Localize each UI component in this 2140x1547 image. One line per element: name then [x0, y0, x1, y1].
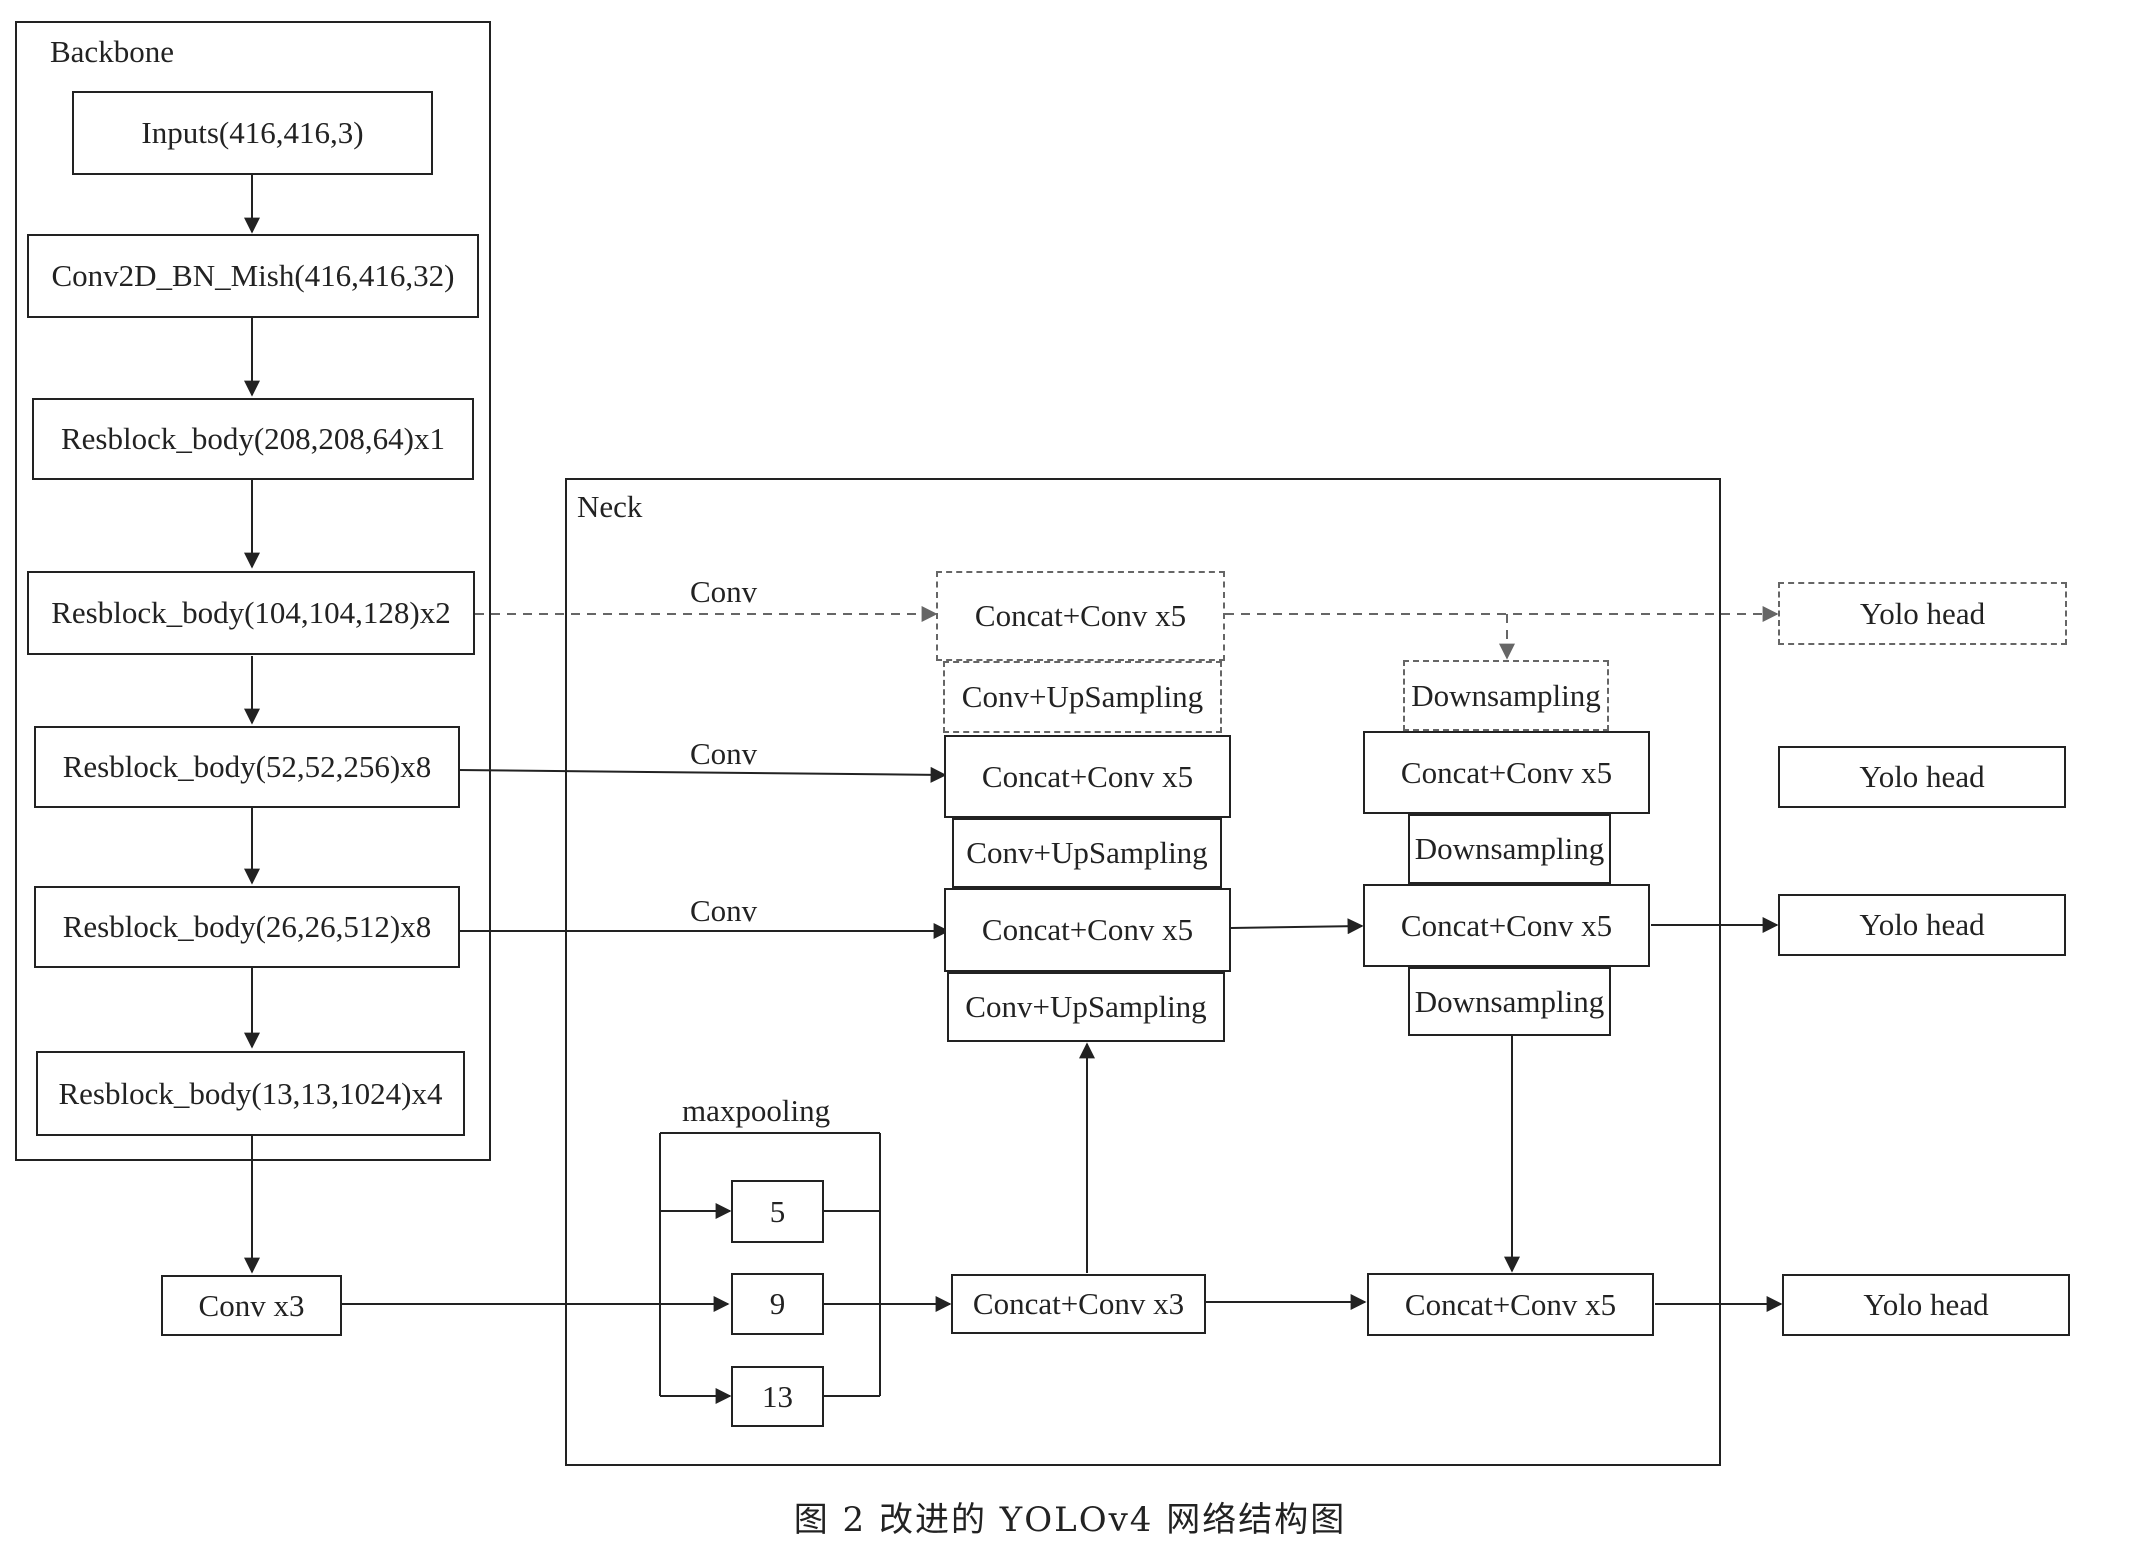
- conv-label-middle: Conv: [690, 736, 758, 771]
- concat-conv-x5-middle: Concat+Conv x5: [944, 888, 1231, 972]
- pool-13: 13: [731, 1366, 824, 1427]
- inputs-block: Inputs(416,416,3): [72, 91, 433, 175]
- pool-9: 9: [731, 1273, 824, 1335]
- backbone-title: Backbone: [50, 34, 174, 69]
- conv-label-top: Conv: [690, 574, 758, 609]
- yolo-head-top: Yolo head: [1778, 582, 2067, 645]
- downsampling-top: Downsampling: [1403, 660, 1609, 731]
- pool-5: 5: [731, 1180, 824, 1243]
- neck-frame: [565, 478, 1721, 1466]
- backbone-frame: [15, 21, 491, 1161]
- conv-label-bottom: Conv: [690, 893, 758, 928]
- concat-conv-x5-top: Concat+Conv x5: [936, 571, 1225, 661]
- downsampling-upper: Downsampling: [1408, 814, 1611, 884]
- upsampling-upper: Conv+UpSampling: [952, 818, 1222, 888]
- resblock-5: Resblock_body(13,13,1024)x4: [36, 1051, 465, 1136]
- yolo-head-bottom: Yolo head: [1782, 1274, 2070, 1336]
- conv2d-bn-mish-block: Conv2D_BN_Mish(416,416,32): [27, 234, 479, 318]
- resblock-4: Resblock_body(26,26,512)x8: [34, 886, 460, 968]
- concat-conv-x3-block: Concat+Conv x3: [951, 1274, 1206, 1334]
- concat-conv-x5-right-bottom: Concat+Conv x5: [1367, 1273, 1654, 1336]
- yolo-head-third: Yolo head: [1778, 894, 2066, 956]
- figure-caption: 图 2 改进的 YOLOv4 网络结构图: [793, 1500, 1347, 1540]
- concat-conv-x5-upper: Concat+Conv x5: [944, 735, 1231, 818]
- conv-x3-block: Conv x3: [161, 1275, 342, 1336]
- downsampling-lower: Downsampling: [1408, 967, 1611, 1036]
- resblock-3: Resblock_body(52,52,256)x8: [34, 726, 460, 808]
- neck-title: Neck: [577, 489, 643, 524]
- concat-conv-x5-right-upper: Concat+Conv x5: [1363, 731, 1650, 814]
- upsampling-top: Conv+UpSampling: [943, 661, 1222, 733]
- upsampling-lower: Conv+UpSampling: [947, 972, 1225, 1042]
- resblock-2: Resblock_body(104,104,128)x2: [27, 571, 475, 655]
- yolo-head-second: Yolo head: [1778, 746, 2066, 808]
- concat-conv-x5-right-middle: Concat+Conv x5: [1363, 884, 1650, 967]
- maxpooling-label: maxpooling: [682, 1093, 831, 1128]
- resblock-1: Resblock_body(208,208,64)x1: [32, 398, 474, 480]
